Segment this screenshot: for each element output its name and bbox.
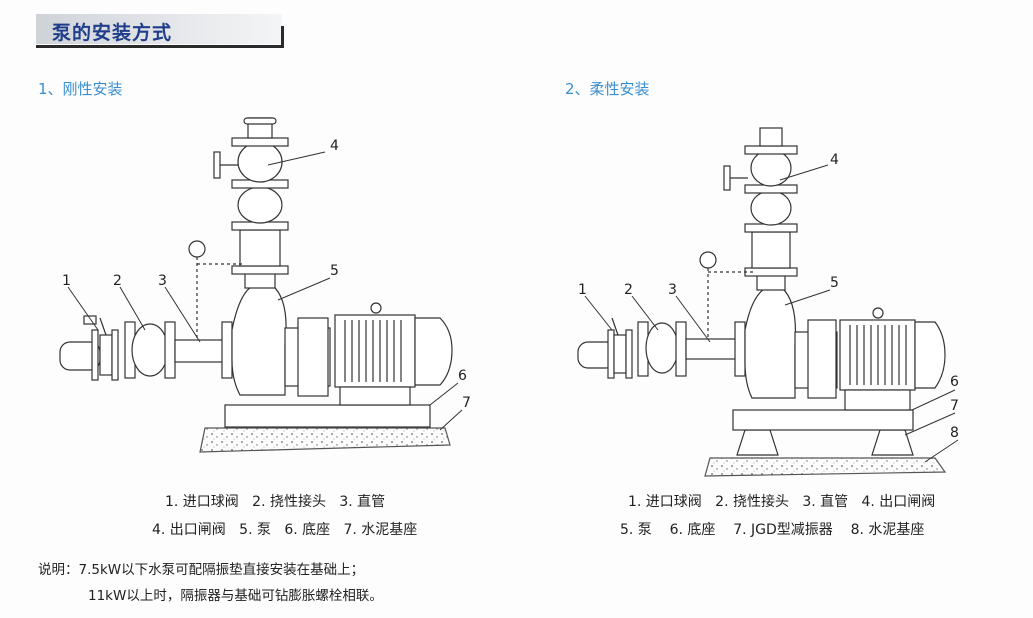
rigid-callout-1: 1 [62,273,71,289]
rigid-callout-7: 7 [462,395,471,411]
flexible-legend-line-2: 5. 泵 6. 底座 7. JGD型减振器 8. 水泥基座 [620,522,925,538]
install-note-line-2: 11kW以上时，隔振器与基础可钻膨胀螺栓相联。 [88,588,383,604]
flexible-install-subtitle: 2、柔性安装 [565,80,650,98]
title-background [36,14,282,44]
rigid-callout-5: 5 [330,263,339,279]
rigid-callout-3: 3 [158,273,167,289]
rigid-pressure-gauge [188,240,206,258]
flexible-callout-8: 8 [950,425,959,441]
flexible-callout-4: 4 [830,152,839,168]
rigid-install-subtitle: 1、刚性安装 [38,80,123,98]
flexible-legend-line-1: 1. 进口球阀 2. 挠性接头 3. 直管 4. 出口闸阀 [628,494,936,510]
rigid-motor [334,314,416,388]
flexible-callout-2: 2 [624,282,633,298]
rigid-legend-line-1: 1. 进口球阀 2. 挠性接头 3. 直管 [165,494,386,510]
flexible-pump-drawing [577,127,959,477]
flexible-callout-5: 5 [830,275,839,291]
rigid-callout-4: 4 [330,138,339,154]
title-underline [36,45,282,48]
flexible-callout-3: 3 [668,282,677,298]
install-note-line-1: 说明：7.5kW以下水泵可配隔振垫直接安装在基础上； [38,562,365,578]
rigid-concrete-base [199,427,451,453]
flexible-callout-1: 1 [578,282,587,298]
flexible-base-plate [732,409,914,431]
title-corner-bar [281,26,284,48]
rigid-callout-6: 6 [458,368,467,384]
rigid-callout-2: 2 [113,273,122,289]
rigid-legend-line-2: 4. 出口闸阀 5. 泵 6. 底座 7. 水泥基座 [152,522,418,538]
rigid-pump-volute [231,284,287,396]
flexible-concrete-base [704,457,947,477]
page-title: 泵的安装方式 [52,22,173,44]
section-title-box: 泵的安装方式 [36,14,286,48]
flexible-callout-7: 7 [950,398,959,414]
rigid-pump-drawing [59,117,463,453]
flexible-callout-6: 6 [950,374,959,390]
flexible-callouts: 1 2 3 4 5 6 7 8 [578,152,959,441]
rigid-callouts: 1 2 3 4 5 6 7 [62,138,471,411]
rigid-base-plate [224,404,431,428]
